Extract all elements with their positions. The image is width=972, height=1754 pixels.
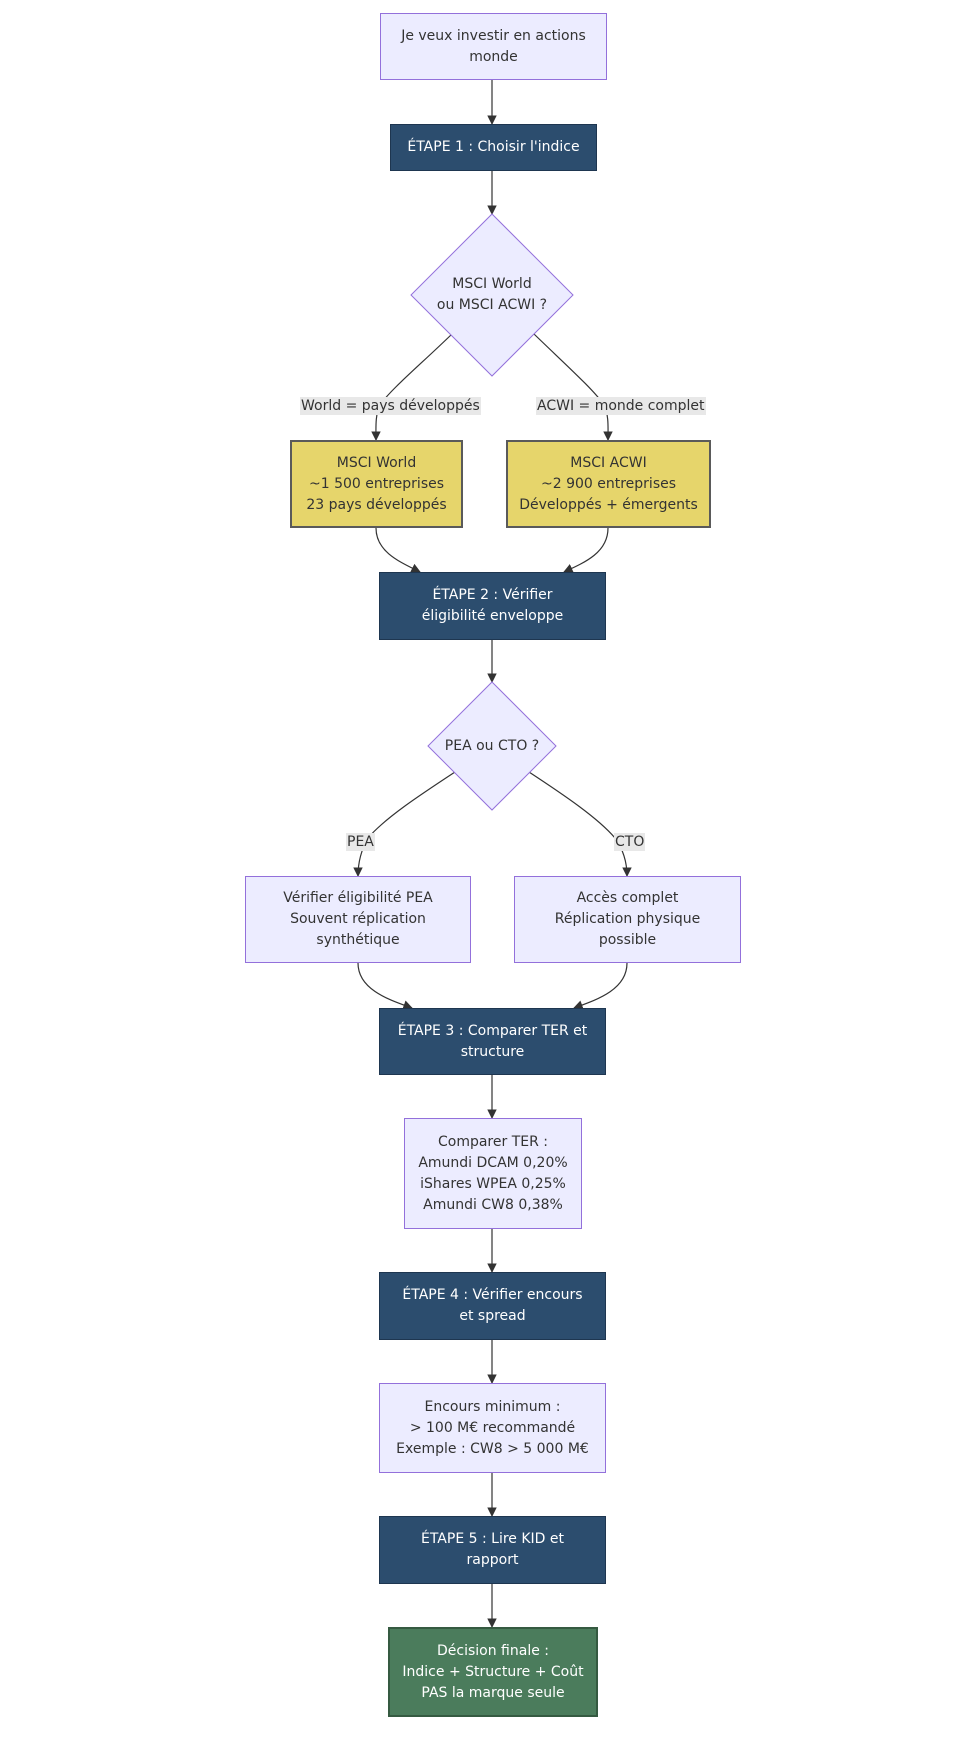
start-node: Je veux investir en actions monde xyxy=(380,13,607,80)
step5-node: ÉTAPE 5 : Lire KID et rapport xyxy=(379,1516,606,1584)
msci-world-node: MSCI World ~1 500 entreprises 23 pays dé… xyxy=(290,440,463,528)
ter-node: Comparer TER : Amundi DCAM 0,20% iShares… xyxy=(404,1118,582,1229)
cto-line-2: Réplication physique xyxy=(554,911,701,927)
final-line-2: Indice + Structure + Coût xyxy=(402,1663,584,1680)
index-question-line-1: MSCI World xyxy=(452,276,532,292)
world-line-3: 23 pays développés xyxy=(306,496,447,513)
edge-label-pea: PEA xyxy=(346,833,375,851)
edge-pea-step3 xyxy=(357,962,413,1010)
edge-cto-step3 xyxy=(573,962,628,1010)
step1-label: ÉTAPE 1 : Choisir l'indice xyxy=(407,139,580,155)
step4-line-2: et spread xyxy=(459,1308,526,1324)
step2-node: ÉTAPE 2 : Vérifier éligibilité enveloppe xyxy=(379,572,606,640)
index-question: MSCI World ou MSCI ACWI ? xyxy=(411,214,573,376)
edge-acwi-step2 xyxy=(563,527,609,573)
step1-node: ÉTAPE 1 : Choisir l'indice xyxy=(390,124,597,171)
acwi-line-1: MSCI ACWI xyxy=(570,454,647,471)
start-line-2: monde xyxy=(469,48,518,65)
step3-line-1: ÉTAPE 3 : Comparer TER et xyxy=(397,1022,588,1039)
edge-label-world: World = pays développés xyxy=(300,397,481,415)
edge-label-cto: CTO xyxy=(614,833,646,851)
ter-line-3: iShares WPEA 0,25% xyxy=(420,1175,566,1192)
encours-node: Encours minimum : > 100 M€ recommandé Ex… xyxy=(379,1383,606,1473)
step4-line-1: ÉTAPE 4 : Vérifier encours xyxy=(402,1287,583,1303)
envelope-question-label: PEA ou CTO ? xyxy=(444,737,540,754)
start-line-1: Je veux investir en actions xyxy=(401,27,586,44)
world-line-1: MSCI World xyxy=(336,454,417,471)
ter-line-1: Comparer TER : xyxy=(437,1133,548,1150)
pea-node: Vérifier éligibilité PEA Souvent réplica… xyxy=(245,876,471,963)
step5-line-1: ÉTAPE 5 : Lire KID et xyxy=(421,1531,564,1547)
world-line-2: ~1 500 entreprises xyxy=(308,475,445,492)
pea-line-2: Souvent réplication xyxy=(290,911,426,927)
edge-question-cto xyxy=(528,771,632,877)
pea-line-1: Vérifier éligibilité PEA xyxy=(283,890,433,906)
step2-line-2: éligibilité enveloppe xyxy=(421,608,564,624)
pea-line-3: synthétique xyxy=(316,932,400,948)
final-line-1: Décision finale : xyxy=(437,1642,549,1659)
decision-diamond-index xyxy=(410,213,574,377)
step4-node: ÉTAPE 4 : Vérifier encours et spread xyxy=(379,1272,606,1340)
envelope-question: PEA ou CTO ? xyxy=(428,682,556,810)
acwi-line-3: Développés + émergents xyxy=(519,496,698,513)
edge-label-acwi: ACWI = monde complet xyxy=(536,397,706,415)
ter-line-4: Amundi CW8 0,38% xyxy=(423,1196,563,1213)
encours-line-2: > 100 M€ recommandé xyxy=(409,1419,576,1436)
step3-node: ÉTAPE 3 : Comparer TER et structure xyxy=(379,1008,606,1075)
cto-line-3: possible xyxy=(598,932,657,948)
cto-node: Accès complet Réplication physique possi… xyxy=(514,876,741,963)
final-line-3: PAS la marque seule xyxy=(421,1684,565,1701)
cto-line-1: Accès complet xyxy=(576,890,679,906)
edge-world-step2 xyxy=(375,527,421,573)
step5-line-2: rapport xyxy=(466,1552,519,1568)
acwi-line-2: ~2 900 entreprises xyxy=(540,475,677,492)
decision-diamond-envelope xyxy=(427,681,557,811)
ter-line-2: Amundi DCAM 0,20% xyxy=(418,1154,568,1171)
step2-line-1: ÉTAPE 2 : Vérifier xyxy=(432,587,553,603)
index-question-line-2: ou MSCI ACWI ? xyxy=(436,297,548,313)
encours-line-3: Exemple : CW8 > 5 000 M€ xyxy=(396,1440,589,1457)
msci-acwi-node: MSCI ACWI ~2 900 entreprises Développés … xyxy=(506,440,711,528)
step3-line-2: structure xyxy=(460,1043,525,1060)
encours-line-1: Encours minimum : xyxy=(424,1398,561,1415)
final-decision-node: Décision finale : Indice + Structure + C… xyxy=(388,1627,598,1717)
